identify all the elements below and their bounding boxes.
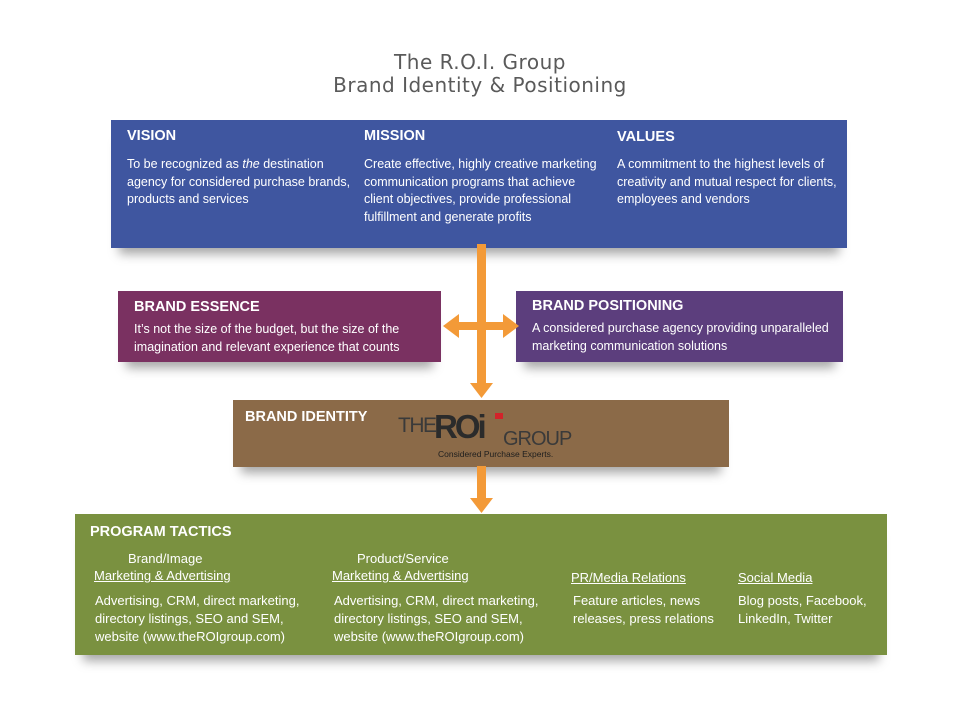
title-line-2: Brand Identity & Positioning [333, 73, 627, 97]
tactic-1-line1: Brand/Image [128, 551, 203, 566]
vision-heading: VISION [127, 128, 177, 144]
arrow-right-to-positioning-icon [503, 314, 519, 338]
tactic-1-text: Advertising, CRM, direct marketing, dire… [95, 593, 300, 644]
vertical-arrow-shaft-upper [477, 244, 486, 384]
program-tactics-heading: PROGRAM TACTICS [90, 524, 232, 540]
vertical-arrow-shaft-lower [477, 466, 486, 499]
tactic-1-title: Marketing & Advertising [94, 568, 231, 583]
brand-essence-text: It’s not the size of the budget, but the… [134, 322, 400, 354]
tactic-2-line1: Product/Service [357, 551, 449, 566]
title-line-1: The R.O.I. Group [394, 50, 566, 74]
tactic-3-text: Feature articles, news releases, press r… [573, 593, 714, 626]
brand-positioning-heading: BRAND POSITIONING [532, 298, 684, 314]
roi-group-logo: THE ROi GROUP Considered Purchase Expert… [398, 408, 572, 459]
arrow-down-to-tactics-icon [470, 498, 493, 513]
brand-identity-heading: BRAND IDENTITY [245, 409, 368, 425]
vision-mission-values-box: VISION To be recognized as the destinati… [111, 120, 847, 248]
tactic-4-text: Blog posts, Facebook, LinkedIn, Twitter [738, 593, 867, 626]
tactic-2-text: Advertising, CRM, direct marketing, dire… [334, 593, 539, 644]
horizontal-arrow-shaft [457, 322, 507, 330]
arrow-left-to-essence-icon [443, 314, 459, 338]
mission-text: Create effective, highly creative market… [364, 157, 597, 224]
program-tactics-box: PROGRAM TACTICS Brand/Image Marketing & … [75, 514, 887, 655]
arrow-down-to-identity-icon [470, 383, 493, 398]
brand-positioning-box: BRAND POSITIONING A considered purchase … [516, 291, 843, 362]
logo-red-dot [495, 413, 503, 419]
mission-heading: MISSION [364, 128, 426, 144]
values-heading: VALUES [617, 129, 675, 145]
values-text: A commitment to the highest levels of cr… [617, 157, 837, 206]
brand-essence-box: BRAND ESSENCE It’s not the size of the b… [118, 291, 441, 362]
brand-positioning-text: A considered purchase agency providing u… [532, 321, 829, 353]
tactic-2-title: Marketing & Advertising [332, 568, 469, 583]
tactic-3-title: PR/Media Relations [571, 570, 686, 585]
brand-essence-heading: BRAND ESSENCE [134, 299, 260, 315]
tactic-4-title: Social Media [738, 570, 813, 585]
vision-text: To be recognized as the destination agen… [127, 157, 351, 206]
brand-identity-box: BRAND IDENTITY THE ROi GROUP Considered … [233, 400, 729, 467]
